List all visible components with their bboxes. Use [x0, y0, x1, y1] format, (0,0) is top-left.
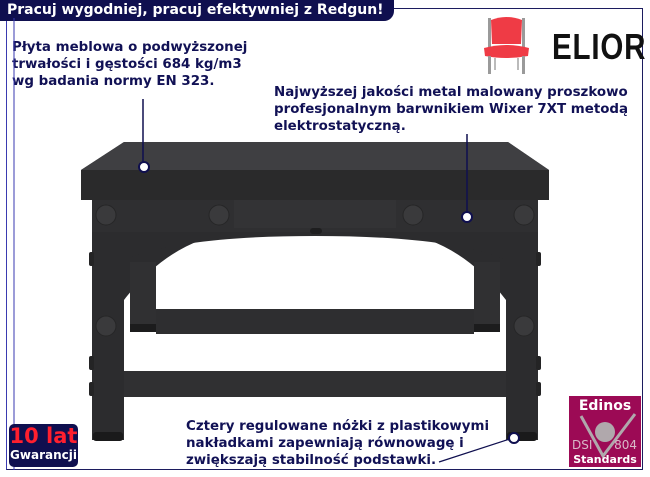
callout-line: trwałości i gęstości 684 kg/m3 [12, 57, 242, 72]
callout-feet: Cztery regulowane nóżki z plastikowymi n… [186, 418, 489, 469]
logo-wordmark: ELIOR [552, 26, 647, 67]
red-chair-icon [484, 17, 529, 74]
callout-line: wg badania normy EN 323. [12, 74, 215, 89]
callout-line: Cztery regulowane nóżki z plastikowymi [186, 419, 490, 434]
brand-logo: ELIOR [478, 14, 645, 76]
warranty-badge: 10 lat Gwarancji [9, 424, 78, 467]
certification-badge: Edinos DSI 804 Standards [569, 396, 641, 467]
callout-line: profesjonalnym barwnikiem Wixer 7XT meto… [274, 102, 629, 117]
callout-metal: Najwyższej jakości metal malowany proszk… [274, 84, 628, 135]
callout-line: elektrostatyczną. [274, 119, 406, 134]
certification-left-code: DSI [572, 438, 593, 452]
callout-marker-board [138, 161, 150, 173]
warranty-label: Gwarancji [10, 448, 77, 462]
certification-right-code: 804 [614, 438, 637, 452]
checkmark-circle-icon [579, 413, 637, 459]
callout-marker-feet [508, 432, 520, 444]
certification-title: Edinos [578, 398, 632, 414]
callout-line: zwiększają stabilność podstawki. [186, 453, 437, 468]
warranty-years: 10 lat [9, 424, 78, 448]
callout-line: Płyta meblowa o podwyższonej [12, 40, 248, 55]
callout-top-board: Płyta meblowa o podwyższonej trwałości i… [12, 39, 247, 90]
callout-marker-metal [461, 211, 473, 223]
header-title: Pracuj wygodniej, pracuj efektywniej z R… [0, 0, 394, 21]
certification-subtitle: Standards [573, 453, 637, 466]
callout-line: Najwyższej jakości metal malowany proszk… [274, 85, 628, 100]
callout-line: nakładkami zapewniają równowagę i [186, 436, 464, 451]
